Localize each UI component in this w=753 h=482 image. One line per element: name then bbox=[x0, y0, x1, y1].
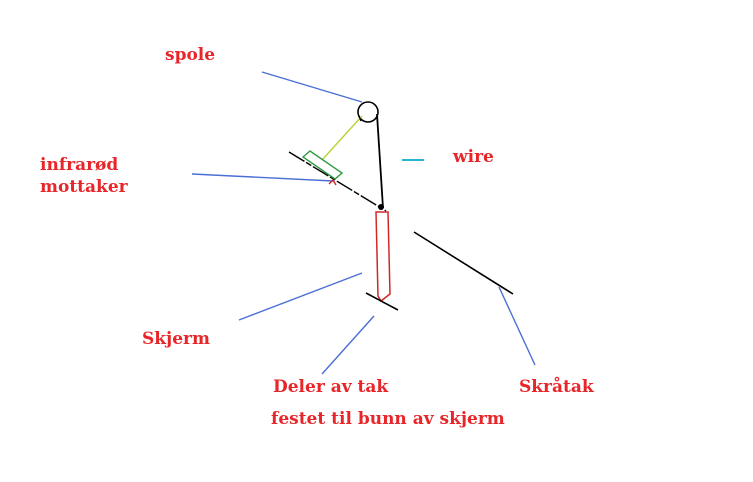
infrared-leader-line bbox=[191, 173, 334, 182]
spole-leader-line bbox=[261, 71, 363, 103]
infrared-receiver bbox=[301, 150, 344, 180]
bottom-roof-piece bbox=[365, 292, 399, 311]
deler-leader-line bbox=[321, 315, 375, 375]
wire-line bbox=[376, 113, 384, 209]
skjerm-label: Skjerm bbox=[142, 329, 210, 349]
spool-circle bbox=[357, 101, 379, 123]
skratak-label: Skråtak bbox=[519, 377, 594, 397]
infrared-label-line1: infrarød bbox=[40, 155, 119, 175]
screen-hook bbox=[378, 204, 384, 210]
upper-roof-line bbox=[288, 151, 387, 212]
screen-panel bbox=[375, 211, 391, 303]
infrared-beam bbox=[321, 115, 363, 161]
skjerm-leader-line bbox=[238, 272, 363, 321]
skratak-leader-line bbox=[498, 286, 536, 366]
sloped-roof-line bbox=[413, 231, 514, 295]
deler-av-tak-label: Deler av tak bbox=[273, 377, 389, 397]
wire-label: wire bbox=[453, 147, 494, 167]
spole-label: spole bbox=[165, 45, 216, 65]
wire-line-left bbox=[358, 115, 362, 122]
infrared-receiver-label: infrarød mottaker bbox=[40, 154, 128, 198]
infrared-label-line2: mottaker bbox=[40, 177, 128, 197]
festet-label: festet til bunn av skjerm bbox=[271, 409, 505, 429]
receiver-mark bbox=[328, 178, 337, 186]
